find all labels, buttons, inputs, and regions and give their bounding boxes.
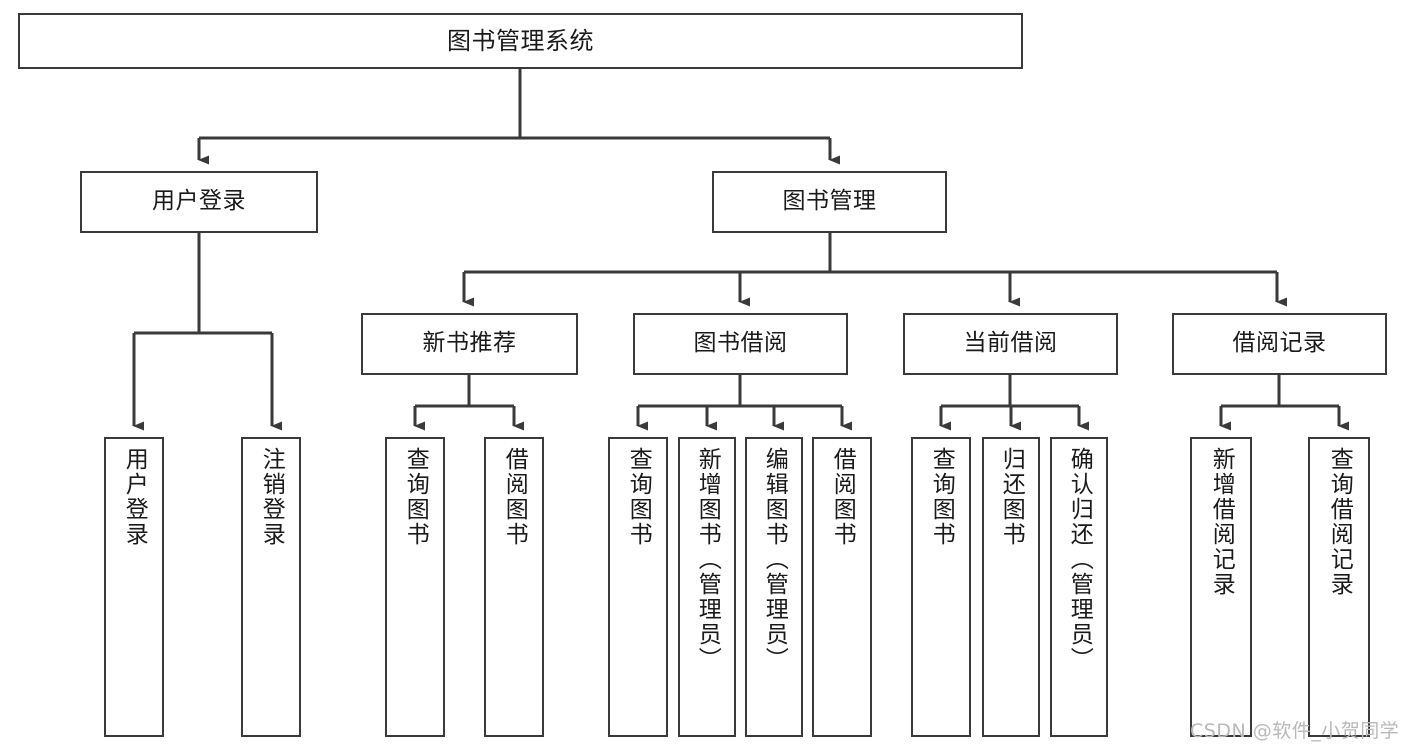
node-label: 查询图书 xyxy=(928,447,955,547)
node-label: 确认归还（管理员） xyxy=(1066,447,1093,672)
node-label: 图书管理 xyxy=(782,188,877,215)
node-user-login[interactable]: 用户登录 xyxy=(80,171,318,233)
node-label: 用户登录 xyxy=(152,188,246,215)
node-label: 查询图书 xyxy=(625,447,652,547)
node-label: 注销登录 xyxy=(258,447,285,547)
node-label: 查询图书 xyxy=(402,447,429,547)
node-book-manage[interactable]: 图书管理 xyxy=(712,171,947,233)
leaf-query-book-recommend[interactable]: 查询图书 xyxy=(385,437,445,737)
node-label: 归还图书 xyxy=(998,447,1025,547)
node-root-system[interactable]: 图书管理系统 xyxy=(18,13,1023,69)
leaf-logout-login[interactable]: 注销登录 xyxy=(241,437,301,737)
leaf-query-book-borrow[interactable]: 查询图书 xyxy=(608,437,668,737)
leaf-edit-book-admin[interactable]: 编辑图书（管理员） xyxy=(745,437,803,737)
node-label: 借阅记录 xyxy=(1232,330,1327,357)
node-label: 新增图书（管理员） xyxy=(694,447,721,672)
node-label: 新书推荐 xyxy=(422,330,517,357)
node-current-borrow[interactable]: 当前借阅 xyxy=(903,313,1118,375)
node-book-borrow[interactable]: 图书借阅 xyxy=(633,313,848,375)
node-label: 图书管理系统 xyxy=(447,26,594,55)
leaf-borrow-book-recommend[interactable]: 借阅图书 xyxy=(484,437,544,737)
node-label: 借阅图书 xyxy=(829,447,856,547)
leaf-borrow-book[interactable]: 借阅图书 xyxy=(812,437,872,737)
node-label: 查询借阅记录 xyxy=(1326,447,1353,597)
node-label: 图书借阅 xyxy=(693,330,788,357)
csdn-watermark: CSDN @软件_小贺同学 xyxy=(1190,720,1400,742)
leaf-confirm-return-admin[interactable]: 确认归还（管理员） xyxy=(1050,437,1108,737)
node-label: 用户登录 xyxy=(121,447,148,547)
node-new-book-recommend[interactable]: 新书推荐 xyxy=(361,313,578,375)
node-label: 当前借阅 xyxy=(963,330,1058,357)
node-label: 借阅图书 xyxy=(501,447,528,547)
leaf-return-book[interactable]: 归还图书 xyxy=(982,437,1040,737)
node-borrow-record[interactable]: 借阅记录 xyxy=(1172,313,1387,375)
node-label: 编辑图书（管理员） xyxy=(761,447,788,672)
leaf-add-book-admin[interactable]: 新增图书（管理员） xyxy=(678,437,736,737)
leaf-query-book-current[interactable]: 查询图书 xyxy=(911,437,971,737)
leaf-add-borrow-record[interactable]: 新增借阅记录 xyxy=(1190,437,1252,737)
leaf-query-borrow-record[interactable]: 查询借阅记录 xyxy=(1308,437,1370,737)
leaf-user-login[interactable]: 用户登录 xyxy=(104,437,164,737)
node-label: 新增借阅记录 xyxy=(1208,447,1235,597)
